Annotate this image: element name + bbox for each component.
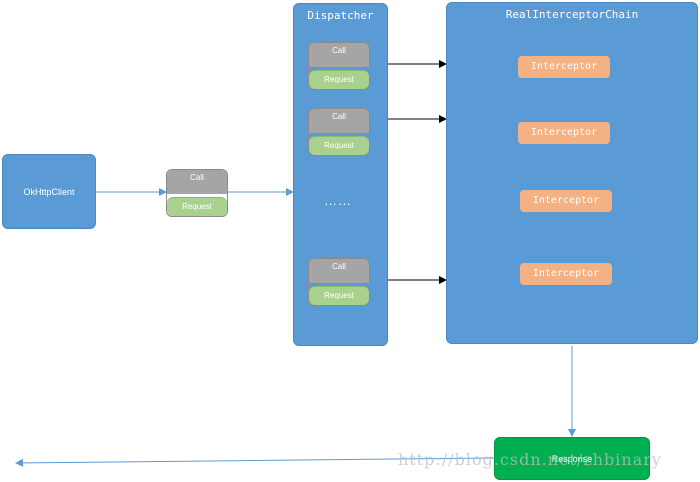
interceptor-4: Interceptor (520, 263, 612, 285)
chain-title: RealInterceptorChain (505, 8, 639, 21)
call-card-dispatcher-2: Call Request (308, 108, 370, 156)
okhttpclient-label: OkHttpClient (23, 186, 75, 197)
interceptor-3: Interceptor (520, 190, 612, 212)
watermark: http://blog.csdn.net/zhbinary (398, 450, 662, 469)
dispatcher-ellipsis: …… (324, 193, 352, 208)
call-card-dispatcher-1: Call Request (308, 42, 370, 90)
call-label: Call (309, 109, 369, 133)
arrow-response-back (15, 457, 495, 467)
interceptor-1: Interceptor (518, 56, 610, 78)
call-card-dispatcher-3: Call Request (308, 258, 370, 306)
okhttpclient-node: OkHttpClient (2, 154, 96, 229)
call-label: Call (309, 43, 369, 67)
request-label: Request (309, 70, 369, 89)
call-label: Call (309, 259, 369, 283)
request-label: Request (309, 286, 369, 305)
response-node: Response (494, 437, 650, 480)
response-label: Response (551, 453, 593, 464)
request-label: Request (167, 197, 227, 216)
request-label: Request (309, 136, 369, 155)
interceptor-2: Interceptor (518, 122, 610, 144)
call-card-client: Call Request (166, 169, 228, 217)
real-interceptor-chain-node: RealInterceptorChain (446, 2, 698, 344)
call-label: Call (167, 170, 227, 194)
dispatcher-title: Dispatcher (307, 9, 374, 22)
